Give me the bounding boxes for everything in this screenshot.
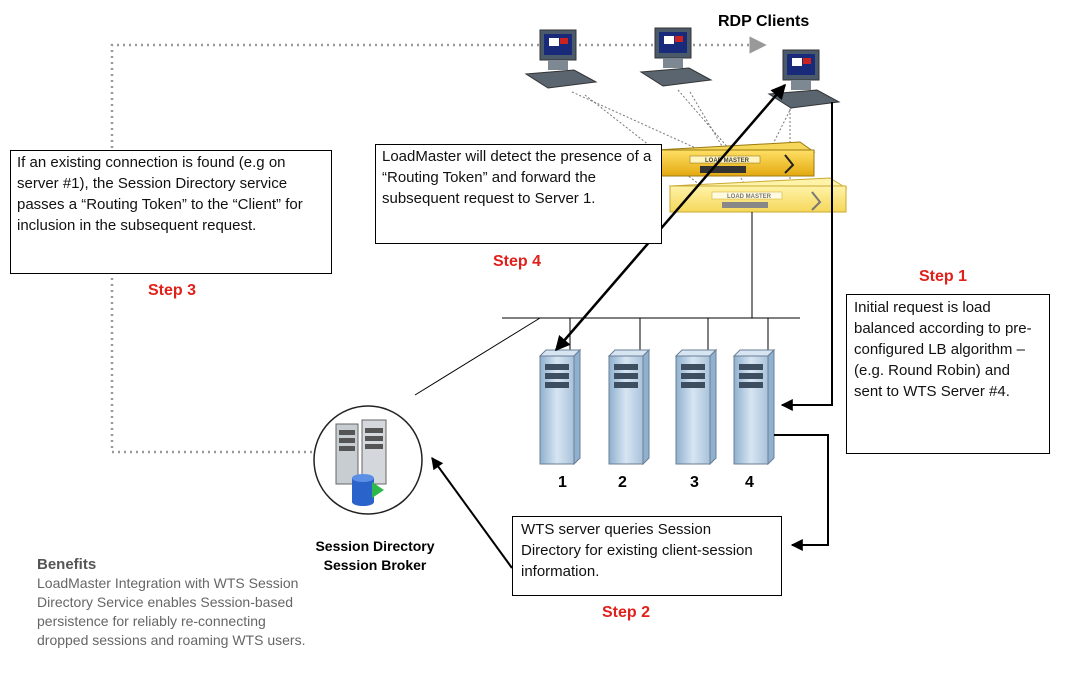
step3-description: If an existing connection is found (e.g … xyxy=(10,150,332,274)
server-number-3: 3 xyxy=(690,474,699,491)
wts-server-4 xyxy=(732,348,776,466)
step4-description: LoadMaster will detect the presence of a… xyxy=(375,144,662,244)
step4-label: Step 4 xyxy=(493,253,542,270)
step3-label: Step 3 xyxy=(148,282,197,299)
appliance-label: LOAD MASTER xyxy=(705,158,750,164)
loadmaster-appliance-secondary: LOAD MASTER xyxy=(668,177,848,213)
broker-label-line1: Session Directory xyxy=(315,538,435,554)
rdp-client-3 xyxy=(767,49,841,109)
database-icon xyxy=(352,474,384,506)
broker-label-line2: Session Broker xyxy=(323,557,427,573)
step1-label: Step 1 xyxy=(919,268,968,285)
rdp-clients-label: RDP Clients xyxy=(718,13,810,30)
rdp-client-1 xyxy=(524,29,598,89)
wts-server-3 xyxy=(674,348,718,466)
step2-arrow xyxy=(774,434,829,551)
session-broker xyxy=(313,405,423,515)
server-number-1: 1 xyxy=(558,474,567,491)
server-number-2: 2 xyxy=(618,474,627,491)
loadmaster-appliance-primary: LOAD MASTER xyxy=(654,141,816,177)
server-number-4: 4 xyxy=(745,474,754,491)
step2-description: WTS server queries Session Directory for… xyxy=(512,516,782,596)
step2-label: Step 2 xyxy=(602,604,651,621)
appliance-label-secondary: LOAD MASTER xyxy=(727,194,772,200)
step1-description: Initial request is load balanced accordi… xyxy=(846,294,1050,454)
benefits-title: Benefits xyxy=(37,556,97,573)
query-arrow xyxy=(431,457,513,569)
wts-server-1 xyxy=(538,348,582,466)
wts-server-2 xyxy=(607,348,651,466)
step4-arrow xyxy=(555,83,786,352)
broker-label: Session Directory Session Broker xyxy=(290,537,460,575)
benefits-text: LoadMaster Integration with WTS Session … xyxy=(37,575,306,648)
step1-arrow xyxy=(780,102,833,411)
rdp-client-2 xyxy=(639,27,713,87)
